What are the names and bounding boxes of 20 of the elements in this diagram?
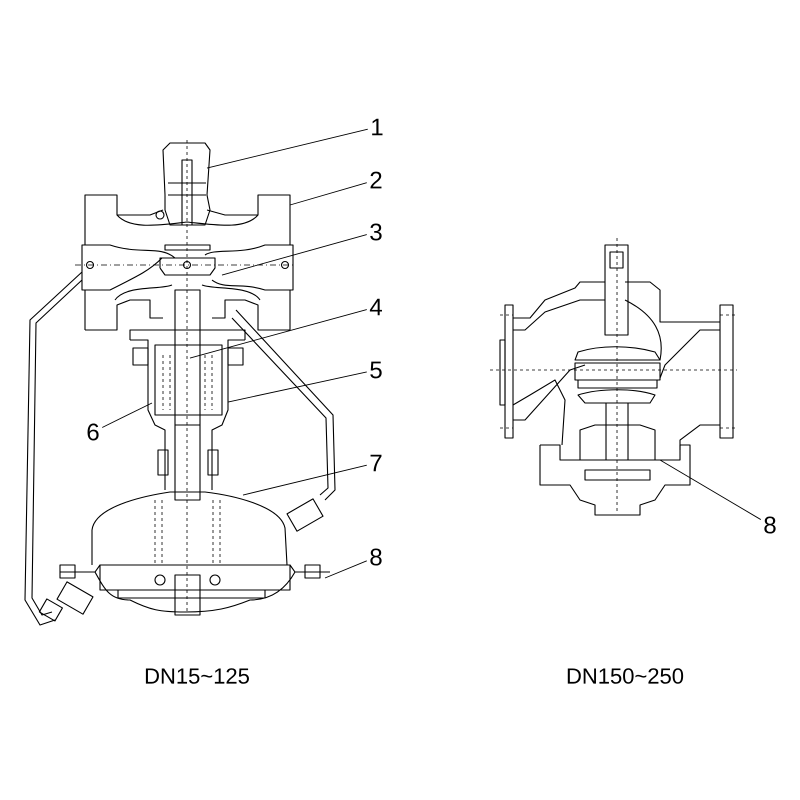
- leader-line: [102, 402, 152, 428]
- callout-number: 5: [370, 362, 382, 378]
- size-caption: DN15~125: [146, 668, 249, 684]
- leader-line: [228, 372, 368, 402]
- leader-line: [206, 128, 368, 168]
- leader-line: [190, 309, 368, 358]
- leader-line: [290, 182, 368, 206]
- leader-line: [242, 464, 368, 496]
- size-caption: DN150~250: [568, 668, 684, 684]
- callout-number: 2: [370, 172, 382, 188]
- callout-number: 8: [370, 548, 382, 566]
- leader-line: [324, 560, 368, 578]
- callout-number: 4: [370, 298, 382, 316]
- callout-number: 1: [372, 118, 382, 136]
- callout-number: 6: [88, 424, 99, 440]
- callout-number: 7: [370, 454, 382, 472]
- callout-number: 8: [764, 516, 776, 534]
- callout-number: 3: [370, 224, 382, 240]
- leader-line: [222, 234, 368, 276]
- leader-line: [660, 460, 762, 520]
